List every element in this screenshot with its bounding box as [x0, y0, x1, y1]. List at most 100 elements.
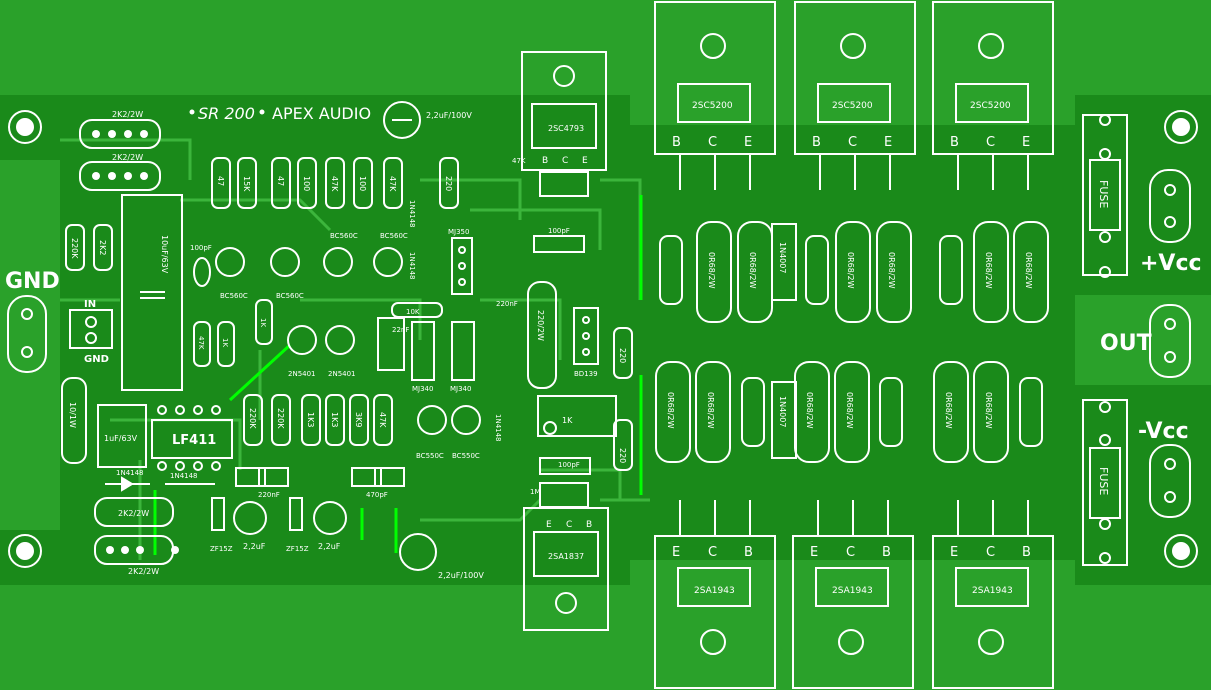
cap-1uf-label: 1uF/63V [104, 434, 138, 443]
res-2k2-label-c: 2K2/2W [118, 509, 149, 518]
input-connector [69, 309, 113, 349]
res-220-small-label-a: 220 [618, 348, 627, 363]
output-transistor-top-2 [794, 1, 916, 190]
2n5401-label-a: 2N5401 [288, 370, 316, 378]
res-row2-label-4: 3K9 [354, 412, 363, 427]
res-row-label-3: 100 [302, 176, 311, 191]
res-row-label-1: 15K [242, 176, 251, 192]
res-220k-label: 220K [70, 238, 79, 259]
driver-bottom-pin-c: C [566, 520, 572, 530]
out-bot2-pin-e: E [810, 545, 818, 560]
res-row2-label-1: 220K [276, 408, 285, 429]
res-misc-label-1: 1K [221, 338, 229, 347]
film-caps-bottom [235, 467, 405, 487]
output-bottom-pins: E C B E C B E C B [672, 545, 1031, 560]
res-row2-label-2: 1K3 [306, 412, 315, 427]
output-transistor-bottom-2 [792, 500, 914, 689]
zener-diodes [211, 497, 303, 531]
output-top-label-3: 2SC5200 [970, 101, 1011, 111]
cap-100pf-label-c: 100pF [558, 461, 580, 469]
res-2k2-label-b: 2K2/2W [112, 153, 143, 162]
bc560c-label-a: BC560C [220, 292, 248, 300]
board-title: SR 200 [198, 104, 255, 123]
emitter-res-label-9: 0R68/2W [805, 392, 814, 429]
jumpers [153, 195, 643, 555]
res-10k-label: 10K [406, 308, 420, 316]
cap-22nf-label: 22nF [392, 326, 409, 334]
out-bot2-pin-b: B [882, 545, 891, 560]
diode-1n4148-v1: 1N4148 [408, 200, 416, 228]
out-top1-pin-e: E [744, 135, 752, 150]
trimmer-1k-label: 1K [562, 416, 573, 425]
output-transistors-top [654, 1, 1054, 190]
out-top3-pin-c: C [986, 135, 995, 150]
cap-470pf-label: 470pF [366, 491, 388, 499]
res-row-label-2: 47 [276, 176, 285, 186]
bd139-label: BD139 [574, 370, 598, 378]
emitter-res-label-1: 0R68/2W [707, 252, 716, 289]
out-top2-pin-e: E [884, 135, 892, 150]
cap-220nf-label-a: 220nF [258, 491, 280, 499]
mj350-label: MJ350 [448, 228, 469, 236]
in-label: IN [84, 299, 96, 310]
electrolytics-bottom [233, 501, 437, 571]
resistor-row-lower [243, 394, 393, 446]
res-47k-label: 47K [512, 157, 526, 165]
out-top2-pin-b: B [812, 135, 821, 150]
res-2k2-bottom [94, 497, 174, 565]
emitter-res-label-2: 0R68/2W [748, 252, 757, 289]
trimmer-1k [537, 395, 617, 437]
bc550c-label-a: BC550C [416, 452, 444, 460]
diode-1n4148-label-a: 1N4148 [116, 469, 144, 477]
diode-1n4148-label-b: 1N4148 [170, 472, 198, 480]
output-top-pins: B C E B C E B C E [672, 135, 1030, 150]
cap-100pf-label-b: 100pF [548, 227, 570, 235]
res-2k2-label-a: 2K2/2W [112, 110, 143, 119]
gnd-label: GND [5, 269, 60, 294]
mj340-label-a: MJ340 [412, 385, 433, 393]
fuse-holder-top [1082, 114, 1128, 278]
res-10-1w-label: 10/1W [68, 402, 77, 428]
res-2k2-small-label: 2K2 [98, 240, 107, 255]
film-caps-mid [533, 235, 591, 475]
emitter-res-label-6: 0R68/2W [1024, 252, 1033, 289]
2n5401-label-b: 2N5401 [328, 370, 356, 378]
out-bot1-pin-b: B [744, 545, 753, 560]
out-bot3-pin-c: C [986, 545, 995, 560]
emitter-res-label-4: 0R68/2W [887, 252, 896, 289]
out-bot2-pin-c: C [846, 545, 855, 560]
mj350-package [451, 237, 473, 295]
out-label: OUT [1100, 331, 1152, 356]
out-bot1-pin-c: C [708, 545, 717, 560]
driver-top-package [521, 51, 607, 197]
mount-hole-top-left [8, 110, 42, 144]
vcc-pos-terminal [1149, 169, 1191, 243]
output-transistors-bottom [654, 500, 1054, 689]
output-transistor-bottom-3 [932, 500, 1054, 689]
op-amp-ic [151, 405, 233, 471]
bd139-package [573, 307, 599, 365]
gnd-terminal [7, 295, 47, 373]
res-220-small-label-b: 220 [618, 448, 627, 463]
fuse-label-top: FUSE [1097, 180, 1110, 208]
driver-bottom-package [523, 482, 609, 631]
2n5401-group [287, 325, 355, 355]
res-2k2-label-d: 2K2/2W [128, 567, 159, 576]
emitter-res-label-5: 0R68/2W [984, 252, 993, 289]
res-2k2-top [79, 119, 161, 191]
fuse-label-bottom: FUSE [1097, 467, 1110, 495]
vcc-neg-label: -Vcc [1138, 419, 1189, 444]
res-row-label-5: 100 [358, 176, 367, 191]
mount-hole-bottom-left [8, 534, 42, 568]
res-row-label-0: 47 [216, 176, 225, 186]
output-transistor-top-3 [932, 1, 1054, 190]
cap-220nf-label-b: 220nF [496, 300, 518, 308]
emitter-resistors [655, 221, 1049, 463]
out-terminal [1149, 304, 1191, 378]
emitter-res-label-12: 0R68/2W [984, 392, 993, 429]
res-220k-2k2 [65, 224, 113, 271]
emitter-res-label-7: 0R68/2W [666, 392, 675, 429]
zener-label-a: ZF15Z [210, 545, 233, 553]
